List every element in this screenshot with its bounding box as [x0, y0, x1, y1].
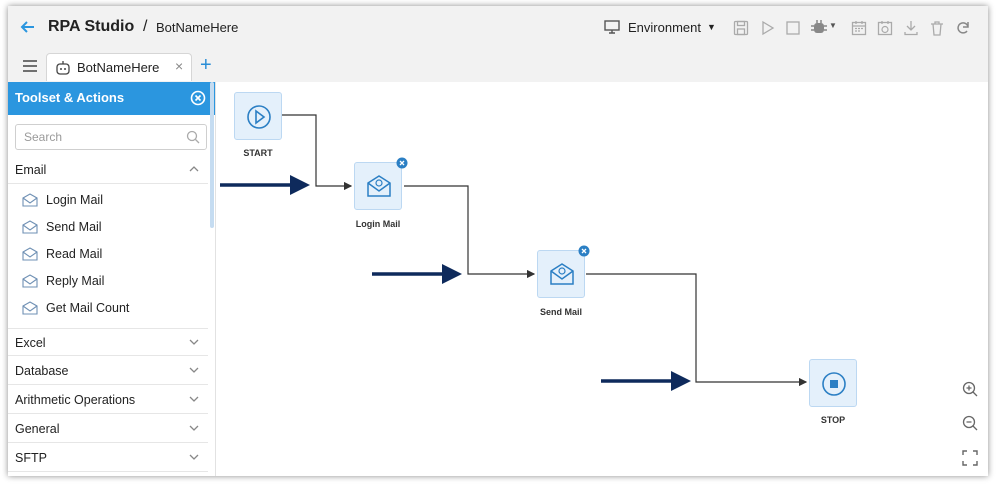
connector-send-stop [586, 273, 808, 387]
play-icon [247, 105, 271, 129]
trash-icon[interactable] [928, 19, 946, 37]
download-icon[interactable] [902, 19, 920, 37]
action-label: Login Mail [46, 193, 103, 207]
chevron-down-icon[interactable] [188, 422, 200, 434]
app-window: RPA Studio / BotNameHere Environment ▼ ▼… [8, 6, 988, 476]
category-label: Excel [15, 336, 46, 350]
node-label: Send Mail [539, 307, 583, 317]
save-icon[interactable] [732, 19, 750, 37]
chevron-down-icon[interactable] [188, 451, 200, 463]
action-item[interactable]: Reply Mail [22, 271, 104, 291]
mail-icon [22, 301, 38, 315]
debug-icon[interactable] [810, 19, 828, 37]
node-login-mail[interactable] [354, 162, 402, 210]
debug-chevron-down-icon[interactable]: ▼ [829, 21, 837, 30]
action-item[interactable]: Read Mail [22, 244, 102, 264]
category-excel[interactable]: Excel [8, 328, 208, 356]
panel-scrollbar[interactable] [210, 82, 214, 228]
action-label: Read Mail [46, 247, 103, 261]
close-tab-icon[interactable]: × [175, 58, 184, 74]
bot-name: BotNameHere [156, 20, 239, 35]
monitor-icon [604, 20, 620, 34]
mail-icon [550, 263, 574, 285]
schedule-icon[interactable] [876, 19, 894, 37]
pointer-arrowhead [671, 371, 691, 391]
chevron-up-icon[interactable] [188, 163, 200, 175]
search-box [15, 124, 207, 150]
action-label: Send Mail [46, 220, 102, 234]
panel-header: Toolset & Actions [8, 82, 215, 115]
category-label: General [15, 422, 60, 436]
chevron-down-icon[interactable] [188, 393, 200, 405]
add-tab-icon[interactable]: + [200, 54, 212, 76]
action-item[interactable]: Send Mail [22, 217, 102, 237]
zoom-out-icon[interactable] [961, 414, 979, 432]
connector-login-send [404, 185, 536, 279]
node-label: STOP [820, 415, 846, 425]
zoom-in-icon[interactable] [961, 380, 979, 398]
category-label: Database [15, 364, 69, 378]
search-icon[interactable] [186, 130, 200, 144]
mail-icon [22, 193, 38, 207]
category-sftp[interactable]: SFTP [8, 444, 208, 472]
hamburger-menu-icon[interactable] [22, 59, 38, 73]
connectors [220, 114, 808, 391]
pointer-arrowhead [290, 175, 310, 195]
remove-node-icon[interactable] [396, 157, 408, 169]
connector-start-login [282, 114, 353, 191]
chevron-down-icon[interactable] [188, 336, 200, 348]
category-email[interactable]: Email [8, 156, 208, 184]
close-panel-icon[interactable] [190, 90, 206, 106]
node-start[interactable] [234, 92, 282, 140]
mail-icon [367, 175, 391, 197]
refresh-icon[interactable] [954, 19, 972, 37]
app-title: RPA Studio [48, 18, 135, 35]
action-item[interactable]: Get Mail Count [22, 298, 129, 318]
panel-title: Toolset & Actions [15, 90, 125, 105]
environment-label: Environment [628, 19, 701, 35]
action-label: Reply Mail [46, 274, 105, 288]
environment-dropdown[interactable]: Environment ▼ [604, 18, 716, 36]
search-input[interactable] [16, 125, 176, 149]
mail-icon [22, 274, 38, 288]
title-separator: / [143, 18, 148, 35]
chevron-down-icon: ▼ [706, 22, 716, 32]
stop-icon [822, 372, 846, 396]
calendar-icon[interactable] [850, 19, 868, 37]
action-label: Get Mail Count [46, 301, 130, 315]
toolset-panel: Toolset & Actions Email Login Mail Send … [8, 82, 216, 476]
mail-icon [22, 220, 38, 234]
tab-label: BotNameHere [77, 60, 160, 75]
category-database[interactable]: Database [8, 357, 208, 385]
category-label: Arithmetic Operations [15, 393, 136, 407]
category-label: SFTP [15, 451, 47, 465]
node-label: START [243, 148, 273, 158]
tab-bot[interactable]: BotNameHere × [46, 53, 192, 81]
node-stop[interactable] [809, 359, 857, 407]
chevron-down-icon[interactable] [188, 364, 200, 376]
node-label: Login Mail [355, 219, 401, 229]
category-label: Email [15, 163, 47, 177]
bot-icon [56, 61, 70, 75]
fullscreen-icon[interactable] [961, 449, 979, 467]
remove-node-icon[interactable] [578, 245, 590, 257]
pointer-arrowhead [442, 264, 462, 284]
node-send-mail[interactable] [537, 250, 585, 298]
category-general[interactable]: General [8, 415, 208, 443]
workflow-canvas[interactable]: START Login Mail Send Mail STOP [216, 82, 988, 476]
stop-icon[interactable] [784, 19, 802, 37]
category-arithmetic-operations[interactable]: Arithmetic Operations [8, 386, 208, 414]
back-arrow-icon[interactable] [20, 19, 36, 35]
tab-bar: BotNameHere × + [8, 50, 988, 82]
top-bar: RPA Studio / BotNameHere Environment ▼ ▼ [8, 6, 988, 50]
play-icon[interactable] [758, 19, 776, 37]
action-item[interactable]: Login Mail [22, 190, 103, 210]
mail-icon [22, 247, 38, 261]
